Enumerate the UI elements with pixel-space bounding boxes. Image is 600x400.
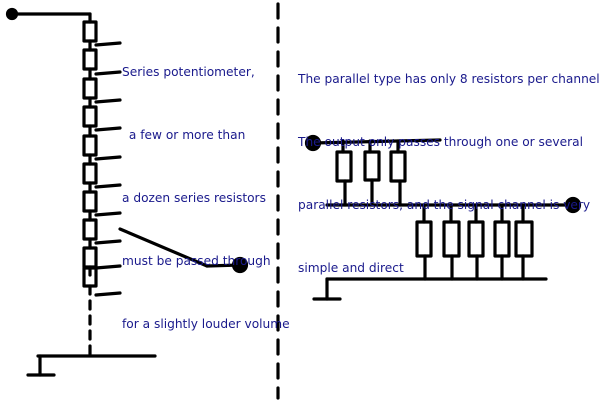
series-text-line: Series potentiometer, (122, 65, 255, 79)
series-text-line: a few or more than (125, 128, 246, 142)
series-text-line: for a slightly louder volume (122, 317, 290, 331)
series-ground-terminal (26, 354, 157, 377)
series-description: Series potentiometer, a few or more than… (122, 20, 290, 377)
parallel-resistor-bank-bottom (415, 203, 534, 281)
parallel-resistor-bank-top (335, 139, 407, 207)
parallel-input-terminal (304, 134, 442, 152)
series-text-line: must be passed through (122, 254, 271, 268)
series-tap-points (94, 41, 122, 297)
parallel-text-line: The output only passes through one or se… (298, 135, 583, 149)
parallel-text-line: simple and direct (298, 261, 404, 275)
parallel-text-line: The parallel type has only 8 resistors p… (298, 72, 600, 86)
parallel-text-line: parallel resistors, and the signal chann… (298, 198, 591, 212)
series-wiper-arm (118, 227, 249, 274)
series-text-line: a dozen series resistors (122, 191, 266, 205)
parallel-ground-bus (312, 277, 548, 301)
series-resistor-chain (82, 12, 98, 288)
series-input-terminal (5, 7, 92, 21)
parallel-description: The parallel type has only 8 resistors p… (298, 27, 600, 321)
